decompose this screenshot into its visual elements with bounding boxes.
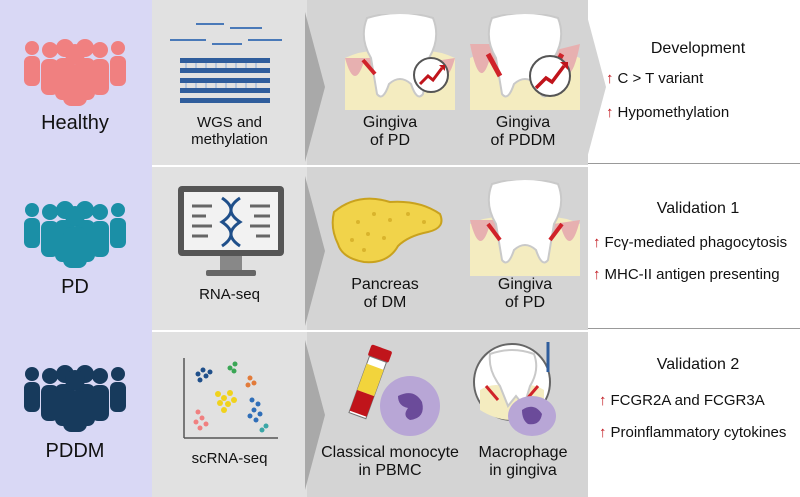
row-separator <box>588 163 800 164</box>
finding-text: Fcγ-mediated phagocytosis <box>604 234 788 251</box>
tissue-label-macrophage-gingiva: Macrophage in gingiva <box>478 444 568 480</box>
finding-text: Proinflammatory cytokines <box>610 424 787 441</box>
trend-up-icon <box>529 55 571 97</box>
pancreas-icon <box>331 197 443 264</box>
up-arrow-icon: ↑ <box>599 392 607 409</box>
panel-title-validation-1: Validation 1 <box>656 200 740 217</box>
tissue-label-gingiva-pd: Gingiva of PD <box>362 114 418 150</box>
up-arrow-icon: ↑ <box>593 234 601 251</box>
flow-arrow <box>305 12 325 162</box>
group-label-pddm: PDDM <box>45 440 105 462</box>
row-separator <box>152 330 800 332</box>
up-arrow-icon: ↑ <box>599 424 607 441</box>
up-arrow-icon: ↑ <box>606 70 614 87</box>
flow-arrow <box>305 340 325 490</box>
method-label-rnaseq: RNA-seq <box>199 286 260 303</box>
monitor-dna-icon <box>178 186 284 276</box>
finding-text: Hypomethylation <box>617 104 730 121</box>
group-label-pd: PD <box>61 276 89 298</box>
crowd-pd-icon <box>24 201 126 268</box>
up-arrow-icon: ↑ <box>593 266 601 283</box>
tooth-gingiva-icon <box>470 180 580 276</box>
tissue-label-monocyte-pbmc: Classical monocyte in PBMC <box>321 444 459 480</box>
group-label-healthy: Healthy <box>41 112 109 134</box>
panel-title-validation-2: Validation 2 <box>656 356 740 373</box>
finding-item: ↑C > T variant <box>606 70 703 87</box>
finding-text: MHC-II antigen presenting <box>604 266 780 283</box>
panel-title-development: Development <box>650 40 746 57</box>
finding-item: ↑Fcγ-mediated phagocytosis <box>593 234 787 251</box>
dna-sequence-icon <box>170 23 282 103</box>
method-label-scrnaseq: scRNA-seq <box>191 450 268 467</box>
flow-arrow <box>305 176 325 326</box>
method-label-wgs: WGS and methylation <box>191 114 268 149</box>
tissue-label-gingiva-pd: Gingiva of PD <box>497 276 553 312</box>
finding-item: ↑Proinflammatory cytokines <box>599 424 786 441</box>
up-arrow-icon: ↑ <box>606 104 614 121</box>
finding-text: FCGR2A and FCGR3A <box>610 392 765 409</box>
row-separator <box>588 328 800 329</box>
tissue-label-pancreas-dm: Pancreas of DM <box>351 276 419 312</box>
flow-arrow <box>586 12 606 162</box>
crowd-pddm-icon <box>24 365 126 432</box>
blood-tube-monocyte-icon <box>348 344 440 436</box>
finding-item: ↑Hypomethylation <box>606 104 729 121</box>
macrophage-gingiva-icon <box>473 342 556 436</box>
tissue-label-gingiva-pddm: Gingiva of PDDM <box>490 114 556 150</box>
row-separator <box>152 165 800 167</box>
finding-text: C > T variant <box>617 70 704 87</box>
crowd-healthy-icon <box>24 39 126 106</box>
finding-item: ↑MHC-II antigen presenting <box>593 266 780 283</box>
trend-up-icon <box>413 57 449 93</box>
finding-item: ↑FCGR2A and FCGR3A <box>599 392 765 409</box>
scatter-plot-icon <box>183 358 278 439</box>
